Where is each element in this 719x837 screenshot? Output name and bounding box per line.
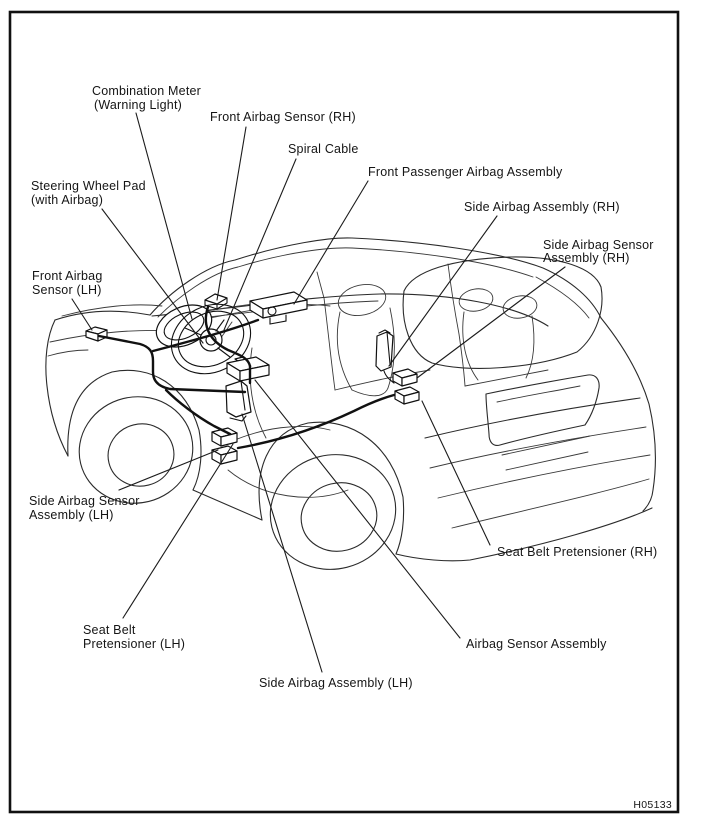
figure-border — [8, 10, 680, 814]
leader-front-airbag-sensor-lh — [71, 298, 93, 331]
label-seat-belt-pretensioner-rh: Seat Belt Pretensioner (RH) — [497, 545, 657, 559]
vehicle-outline — [45, 237, 656, 570]
leader-lines — [71, 112, 566, 673]
label-seat-belt-pretensioner-lh-line1: Seat Belt — [83, 623, 136, 637]
label-side-airbag-assembly-lh: Side Airbag Assembly (LH) — [259, 676, 413, 690]
leader-seat-belt-pretensioner-rh — [421, 400, 491, 546]
label-airbag-sensor-assembly: Airbag Sensor Assembly — [466, 637, 607, 651]
label-side-airbag-sensor-rh-line2: Assembly (RH) — [543, 251, 630, 265]
label-combination-meter-line2: (Warning Light) — [94, 98, 182, 112]
leader-side-airbag-assembly-lh — [241, 413, 323, 673]
side-airbag-sensor-rh-part — [392, 368, 418, 387]
label-front-airbag-sensor-lh-line1: Front Airbag — [32, 269, 103, 283]
leader-airbag-sensor-assembly — [254, 379, 461, 639]
seat-belt-pretensioner-rh-part — [394, 386, 420, 405]
label-front-airbag-sensor-lh-line2: Sensor (LH) — [32, 283, 102, 297]
side-airbag-assembly-rh-part — [375, 329, 395, 384]
leader-front-airbag-sensor-rh — [216, 126, 247, 301]
front-passenger-airbag-part — [249, 291, 308, 325]
label-seat-belt-pretensioner-lh-line2: Pretensioner (LH) — [83, 637, 185, 651]
side-airbag-assembly-lh-part — [225, 380, 252, 422]
vehicle-components — [85, 291, 420, 465]
label-front-airbag-sensor-rh: Front Airbag Sensor (RH) — [210, 110, 356, 124]
front-airbag-sensor-rh-part — [204, 293, 228, 310]
leader-spiral-cable — [223, 158, 297, 331]
leader-seat-belt-pretensioner-lh — [122, 443, 234, 619]
label-steering-wheel-pad-line2: (with Airbag) — [31, 193, 103, 207]
label-side-airbag-assembly-rh: Side Airbag Assembly (RH) — [464, 200, 620, 214]
leader-front-passenger-airbag — [293, 180, 369, 305]
leader-combination-meter — [135, 112, 193, 320]
leader-side-airbag-sensor-lh — [118, 449, 219, 491]
label-spiral-cable: Spiral Cable — [288, 142, 359, 156]
label-side-airbag-sensor-lh-line2: Assembly (LH) — [29, 508, 114, 522]
label-steering-wheel-pad-line1: Steering Wheel Pad — [31, 179, 146, 193]
figure-code: H05133 — [633, 799, 672, 811]
seat-belt-pretensioner-lh-part — [211, 445, 238, 465]
wiring-harness — [97, 305, 396, 450]
label-front-passenger-airbag: Front Passenger Airbag Assembly — [368, 165, 563, 179]
label-side-airbag-sensor-lh-line1: Side Airbag Sensor — [29, 494, 140, 508]
leader-side-airbag-sensor-rh — [416, 266, 566, 379]
front-airbag-sensor-lh-part — [85, 326, 108, 342]
label-side-airbag-sensor-rh-line1: Side Airbag Sensor — [543, 238, 654, 252]
label-combination-meter-line1: Combination Meter — [92, 84, 201, 98]
leader-steering-wheel-pad — [101, 208, 204, 344]
labels: Combination Meter (Warning Light) Front … — [29, 84, 672, 811]
leader-side-airbag-assembly-rh — [388, 215, 498, 367]
